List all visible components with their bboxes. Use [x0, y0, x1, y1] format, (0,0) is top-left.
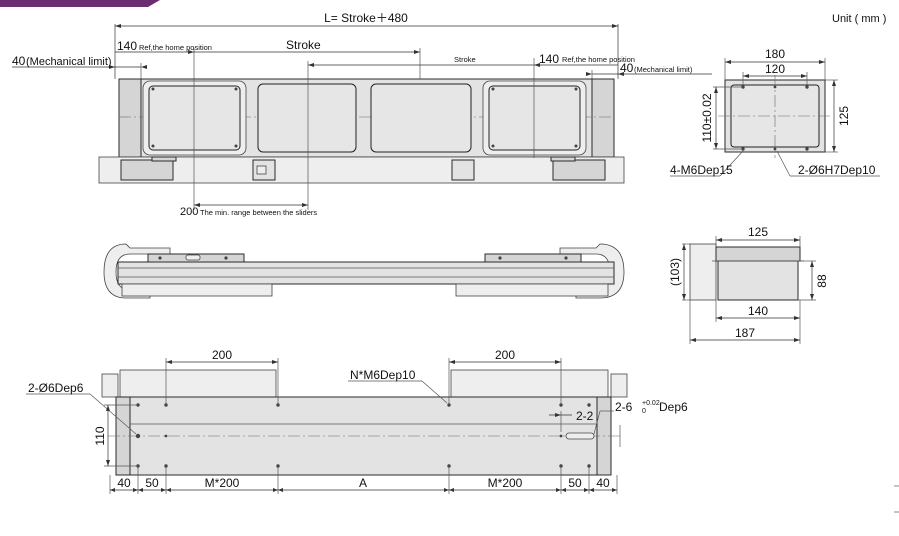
front-slider-hole: [491, 87, 495, 91]
top-pitch-right: 200: [495, 348, 515, 362]
top-right-end-stub: [610, 373, 628, 398]
cross-overall-width: 187: [735, 326, 755, 340]
front-slider-hole: [234, 144, 238, 148]
front-slider-hole: [574, 144, 578, 148]
top-view: 200 200 N*M6Dep10 2-Ø6Dep6 2-6 +0.02 0 D…: [26, 348, 688, 494]
front-left-end-cap: [118, 78, 142, 158]
front-slider-hole: [491, 144, 495, 148]
front-view: L= Stroke＋480 140 Ref,the home position …: [12, 11, 712, 218]
bottom-dim-1: 40: [117, 476, 131, 490]
front-slider-left-plate: [148, 85, 241, 151]
front-stroke-window-right: [370, 83, 472, 153]
front-slider-hole: [151, 144, 155, 148]
top-width: 110: [93, 426, 107, 445]
front-slider-right-plate: [488, 85, 581, 151]
side-carriage-left: [121, 283, 273, 297]
min-range-text: The min. range between the sliders: [200, 208, 317, 217]
front-slider-foot-left: [151, 156, 177, 162]
front-motor-box-port: [256, 165, 267, 175]
mech-limit-right-value: 40: [620, 61, 634, 75]
top-section-label: 2-2: [576, 409, 594, 423]
top-slider-right: [450, 369, 609, 398]
ref-home-left-text: Ref,the home position: [139, 43, 212, 52]
top-pin-hole-right-depth: Dep6: [659, 400, 688, 414]
front-right-end-cap: [591, 78, 615, 158]
cross-height-total: (103): [668, 258, 682, 286]
top-pin-hole-right: 2-6: [615, 400, 633, 414]
top-slot-hole: [565, 432, 595, 440]
ref-home-right-text: Ref,the home position: [562, 55, 635, 64]
bottom-dim-4: A: [359, 476, 367, 490]
end-view: 180 120 125 110±0.02 4-M6Dep15 2-Ø6H7Dep…: [670, 47, 880, 177]
header-accent-band: [0, 0, 160, 7]
front-slider-hole: [234, 87, 238, 91]
front-slider-foot-right: [550, 156, 576, 162]
cross-top-width: 125: [748, 225, 768, 239]
front-base-block-right: [552, 159, 606, 181]
front-stroke-window-left: [257, 83, 357, 153]
end-width-inner: 120: [765, 62, 785, 76]
end-width-outer: 180: [765, 47, 785, 61]
top-pitch-left: 200: [212, 348, 232, 362]
stroke-label-left: Stroke: [286, 38, 321, 52]
side-slider-right: [484, 253, 582, 263]
ref-home-left-value: 140: [117, 39, 137, 53]
bottom-dim-3: M*200: [205, 476, 240, 490]
side-rail: [117, 261, 615, 285]
top-slider-left: [119, 369, 277, 398]
top-pin-hole-left: 2-Ø6Dep6: [28, 381, 84, 395]
end-tapped-holes: 4-M6Dep15: [670, 163, 733, 177]
front-base-block-left: [120, 159, 174, 181]
side-carriage-right: [455, 283, 609, 297]
cross-top-plate: [715, 246, 801, 262]
front-motor-box-right: [451, 159, 475, 181]
min-range-value: 200: [180, 206, 198, 218]
top-pin-hole-right-tol: +0.02: [642, 400, 660, 407]
front-slider-hole: [574, 87, 578, 91]
cross-body: [717, 260, 799, 301]
cross-view: 125 (103) 88 140 187: [668, 225, 829, 344]
cross-bottom-width: 140: [748, 304, 768, 318]
stroke-label-right: Stroke: [454, 55, 476, 64]
end-height-outer: 125: [837, 106, 851, 126]
mech-limit-left-value: 40: [12, 54, 26, 68]
ref-home-right-value: 140: [539, 52, 559, 66]
front-base-rail: [98, 156, 625, 184]
overall-length-label: L= Stroke＋480: [324, 11, 408, 25]
bottom-dim-2: 50: [145, 476, 159, 490]
bottom-dim-5: M*200: [488, 476, 523, 490]
mech-limit-left-text: (Mechanical limit): [26, 56, 112, 68]
mech-limit-right-text: (Mechanical limit): [634, 65, 693, 74]
bottom-dim-7: 40: [596, 476, 610, 490]
top-tapped-holes: N*M6Dep10: [350, 368, 416, 382]
unit-label: Unit ( mm ): [832, 13, 886, 25]
front-slider-hole: [151, 87, 155, 91]
bottom-dim-6: 50: [568, 476, 582, 490]
side-view: [103, 243, 625, 299]
end-pin-holes: 2-Ø6H7Dep10: [798, 163, 876, 177]
cross-motor-housing: [689, 243, 717, 301]
top-pin-hole-right-tol-low: 0: [642, 408, 646, 415]
end-height-tolerance: 110±0.02: [700, 93, 714, 142]
cross-height-body: 88: [815, 274, 829, 288]
top-left-end-stub: [101, 373, 119, 398]
